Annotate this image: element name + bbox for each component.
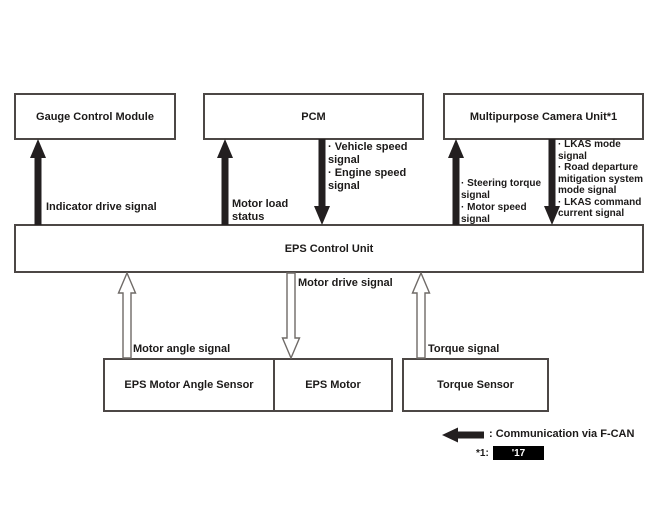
lkas-signals-label: · LKAS mode signal · Road departure miti… <box>558 139 644 219</box>
torque-signal-arrow-icon <box>411 272 431 359</box>
fcan-legend-label: : Communication via F-CAN <box>489 428 635 440</box>
indicator-drive-signal-label: Indicator drive signal <box>46 201 157 213</box>
indicator-drive-signal-arrow-icon <box>30 139 46 225</box>
gauge-control-module-box: Gauge Control Module <box>14 93 176 140</box>
lkas-signals-arrow-icon <box>544 139 560 225</box>
steering-torque-motor-speed-arrow-icon <box>448 139 464 225</box>
motor-drive-signal-arrow-icon <box>281 272 301 359</box>
motor-load-status-label: Motor load status <box>232 198 289 223</box>
vehicle-engine-speed-arrow-icon <box>314 139 330 225</box>
footnote-key-label: *1: <box>476 448 489 459</box>
eps-motor-angle-sensor-box: EPS Motor Angle Sensor <box>103 358 275 412</box>
fcan-legend-arrow-icon <box>442 427 484 443</box>
torque-sensor-box: Torque Sensor <box>402 358 549 412</box>
motor-drive-signal-label: Motor drive signal <box>298 277 393 289</box>
steering-torque-motor-speed-label: · Steering torque signal · Motor speed s… <box>461 178 542 225</box>
torque-signal-label: Torque signal <box>428 343 500 355</box>
eps-control-unit-box: EPS Control Unit <box>14 224 644 273</box>
pcm-box: PCM <box>203 93 424 140</box>
multipurpose-camera-unit-box: Multipurpose Camera Unit*1 <box>443 93 644 140</box>
footnote-value-badge: '17 <box>493 446 544 460</box>
vehicle-engine-speed-label: · Vehicle speed signal · Engine speed si… <box>328 141 408 192</box>
motor-load-status-arrow-icon <box>217 139 233 225</box>
motor-angle-signal-label: Motor angle signal <box>133 343 231 355</box>
eps-motor-box: EPS Motor <box>273 358 393 412</box>
motor-angle-signal-arrow-icon <box>117 272 137 359</box>
